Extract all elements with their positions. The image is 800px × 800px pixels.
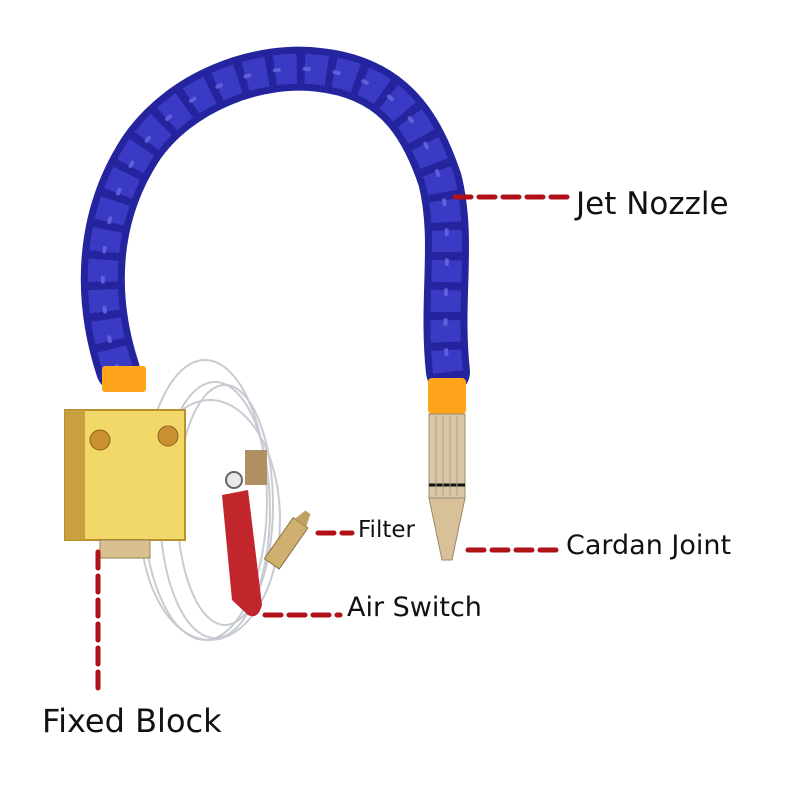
nozzle: [428, 413, 466, 561]
filter-label: Filter: [358, 517, 415, 543]
flexible-hose: [80, 46, 470, 394]
cardan-joint-label: Cardan Joint: [566, 530, 732, 561]
air-switch-valve: [222, 471, 262, 617]
jet-nozzle-label: Jet Nozzle: [576, 186, 729, 222]
right-connector: [428, 378, 466, 414]
fixed-block-label: Fixed Block: [42, 702, 222, 740]
air-switch-label: Air Switch: [347, 592, 482, 623]
leader-lines: [95, 194, 578, 698]
filter-fitting: [263, 510, 311, 570]
fixed-block: [64, 409, 267, 559]
left-connector: [102, 366, 146, 392]
